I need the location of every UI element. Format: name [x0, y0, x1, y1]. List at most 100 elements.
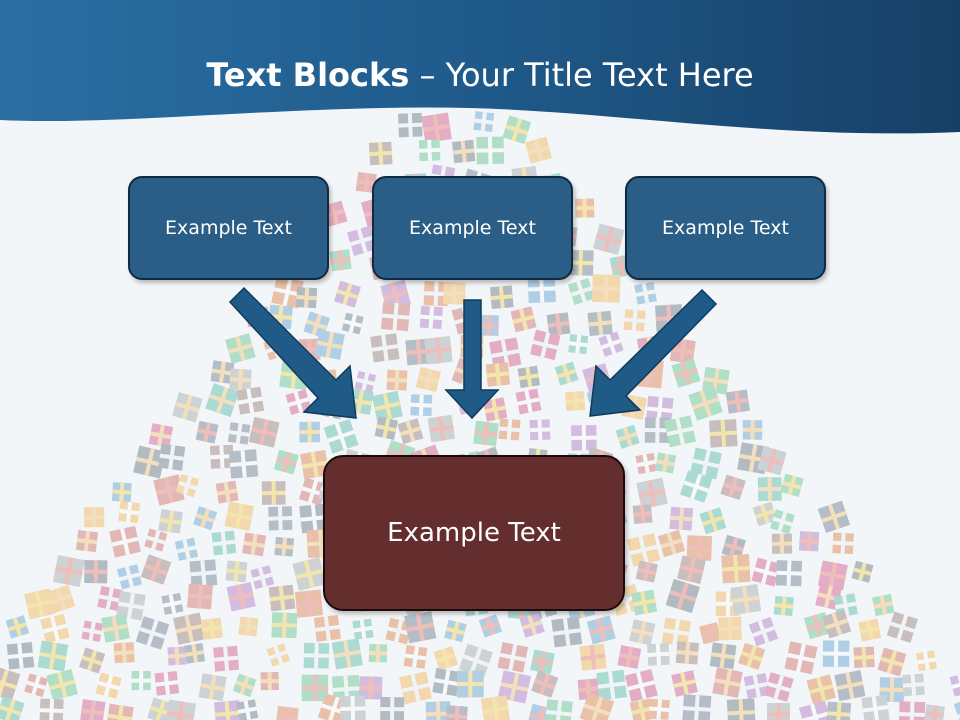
gift-box-icon [443, 282, 466, 305]
gift-box-icon [211, 530, 237, 556]
gift-box-icon [771, 533, 793, 554]
gift-box-icon [370, 333, 400, 363]
gift-box-icon [75, 530, 99, 553]
gift-box-icon [751, 557, 781, 587]
gift-box-icon [148, 423, 174, 448]
gift-box-icon [331, 638, 363, 670]
gift-box-icon [380, 697, 405, 720]
gift-box-icon [699, 622, 722, 645]
gift-box-icon [510, 306, 537, 333]
gift-box-icon [664, 415, 696, 448]
gift-box-icon [425, 701, 452, 720]
gift-box-icon [140, 554, 172, 585]
gift-box-icon [636, 335, 665, 363]
gift-box-icon [586, 615, 616, 645]
gift-box-icon [397, 418, 424, 445]
gift-box-icon [158, 508, 183, 534]
gift-box-icon [161, 592, 184, 615]
gift-box-icon [648, 698, 670, 720]
gift-box-icon [764, 672, 794, 702]
gift-box-icon [567, 249, 594, 276]
gift-box-icon [725, 389, 750, 414]
gift-box-icon [433, 646, 458, 671]
gift-box-icon [591, 274, 621, 303]
gift-box-icon [497, 670, 532, 704]
gift-box-icon [0, 696, 25, 720]
gift-box-icon [386, 369, 408, 391]
gift-box-icon [380, 301, 411, 332]
gift-box-icon [858, 618, 882, 642]
gift-box-icon [775, 560, 803, 587]
gift-box-icon [715, 591, 741, 617]
gift-box-icon [339, 695, 366, 720]
gift-box-icon [458, 643, 493, 678]
gift-box-icon [709, 419, 738, 448]
text-block-result[interactable]: Example Text [323, 455, 625, 611]
gift-box-icon [686, 535, 713, 561]
gift-box-icon [354, 370, 377, 393]
gift-box-icon [184, 642, 206, 664]
gift-box-icon [323, 418, 359, 454]
title-bold: Text Blocks [206, 56, 410, 94]
gift-box-icon [647, 643, 670, 666]
gift-box-icon [260, 671, 279, 691]
gift-box-icon [877, 647, 907, 677]
gift-box-icon [757, 477, 782, 502]
gift-box-icon [644, 417, 671, 444]
gift-box-icon [633, 358, 664, 389]
gift-box-icon [84, 507, 105, 528]
gift-box-icon [332, 674, 361, 704]
gift-box-icon [579, 692, 615, 720]
gift-box-icon [833, 593, 858, 618]
gift-box-icon [209, 444, 234, 469]
gift-box-icon [631, 589, 658, 616]
gift-box-icon [780, 473, 804, 498]
gift-box-icon [822, 640, 850, 668]
gift-box-icon [273, 449, 299, 475]
gift-box-icon [371, 390, 403, 422]
gift-box-icon [415, 366, 442, 393]
gift-box-icon [299, 449, 330, 480]
gift-box-icon [682, 694, 712, 720]
gift-box-icon [79, 699, 106, 720]
gift-box-icon [699, 507, 727, 535]
gift-box-icon [738, 642, 766, 670]
text-block-left[interactable]: Example Text [128, 176, 329, 280]
gift-box-icon [200, 617, 224, 640]
gift-box-icon [832, 532, 854, 555]
text-block-center[interactable]: Example Text [372, 176, 573, 280]
gift-box-icon [135, 616, 170, 650]
gift-box-icon [480, 695, 511, 720]
text-block-right-label: Example Text [662, 217, 789, 239]
gift-box-icon [737, 442, 770, 475]
gift-box-icon [158, 443, 186, 471]
text-block-right[interactable]: Example Text [625, 176, 826, 280]
gift-box-icon [634, 281, 657, 305]
gift-box-icon [174, 537, 199, 561]
gift-box-icon [798, 531, 820, 552]
gift-box-icon [620, 393, 648, 420]
gift-box-icon [757, 446, 787, 476]
gift-box-icon [861, 694, 890, 720]
gift-box-icon [299, 421, 320, 443]
gift-box-icon [598, 331, 624, 357]
gift-box-icon [587, 310, 613, 337]
gift-box-icon [346, 388, 374, 416]
gift-box-icon [263, 336, 288, 361]
gift-box-icon [898, 701, 926, 720]
gift-box-icon [37, 640, 69, 672]
gift-box-icon [153, 474, 185, 506]
gift-box-icon [473, 420, 499, 447]
gift-box-icon [497, 641, 529, 673]
gift-box-icon [46, 584, 76, 614]
gift-box-icon [213, 645, 240, 672]
gift-box-icon [478, 614, 503, 638]
gift-box-icon [483, 397, 508, 422]
gift-box-icon [432, 667, 461, 697]
gift-box-icon [275, 705, 299, 720]
gift-box-icon [385, 617, 412, 645]
gift-box-icon [314, 329, 345, 360]
gift-box-icon [817, 560, 848, 591]
gift-box-icon [172, 391, 203, 423]
gift-box-icon [229, 368, 252, 391]
